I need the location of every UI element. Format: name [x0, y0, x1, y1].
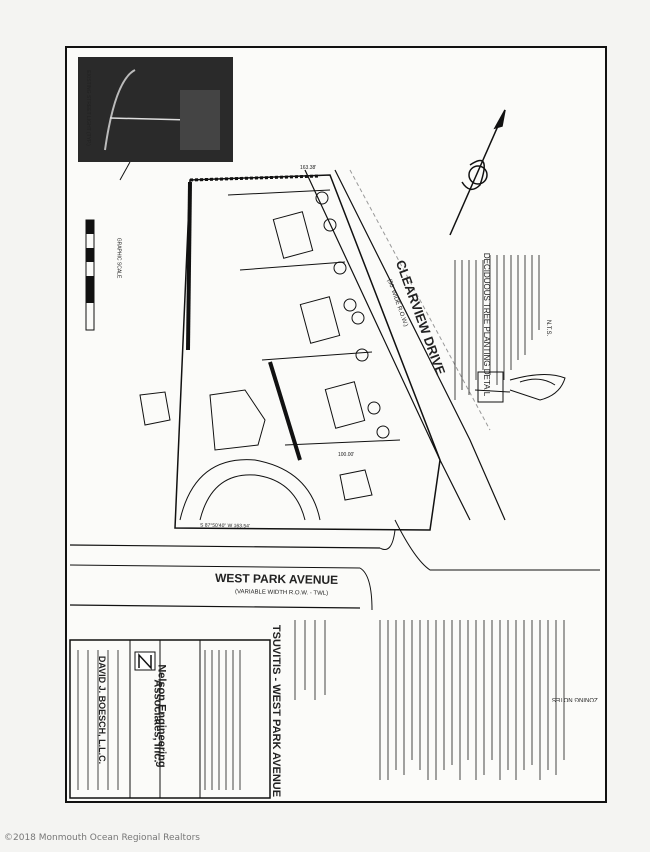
- project-title: TSUVITIS - WEST PARK AVENUE: [270, 624, 283, 798]
- dimension-bottom: S 87°50'40" W 163.54': [199, 522, 250, 530]
- dimension-right-bottom: 100.00': [338, 452, 355, 458]
- zoning-notes-title: ZONING NOTES: [552, 696, 598, 702]
- notes-text-lines: [454, 255, 540, 400]
- photo-caption: EXISTING STREET LIGHT (TYP.): [84, 70, 91, 146]
- zoning-notes-lines: [379, 620, 565, 780]
- north-arrow: [449, 109, 506, 236]
- proposed-lots: [227, 189, 401, 446]
- plant-list-lines: [294, 620, 326, 700]
- mls-watermark: ©2018 Monmouth Ocean Regional Realtors: [4, 833, 200, 843]
- west-park-avenue-label: WEST PARK AVENUE: [214, 570, 339, 588]
- existing-house: [209, 389, 266, 451]
- title-block-frame: [69, 639, 271, 799]
- firm-name-line2: Associates, Inc.: [151, 679, 164, 763]
- dimension-right-top: 163.38': [300, 165, 317, 171]
- graphic-scale-label: GRAPHIC SCALE: [115, 237, 122, 279]
- west-park-avenue-edge: [69, 544, 381, 549]
- tree-detail-title: DECIDUOUS TREE PLANTING DETAIL: [482, 252, 492, 397]
- tree-planting-detail: [474, 371, 566, 403]
- clearview-drive-edge: [304, 169, 471, 521]
- street-trees: [315, 191, 390, 439]
- title-block-lines: [77, 650, 241, 790]
- engineer-name: DAVID J. BOESCH, L.L.C.: [97, 655, 108, 765]
- tree-detail-subtitle: N.T.S.: [545, 319, 552, 337]
